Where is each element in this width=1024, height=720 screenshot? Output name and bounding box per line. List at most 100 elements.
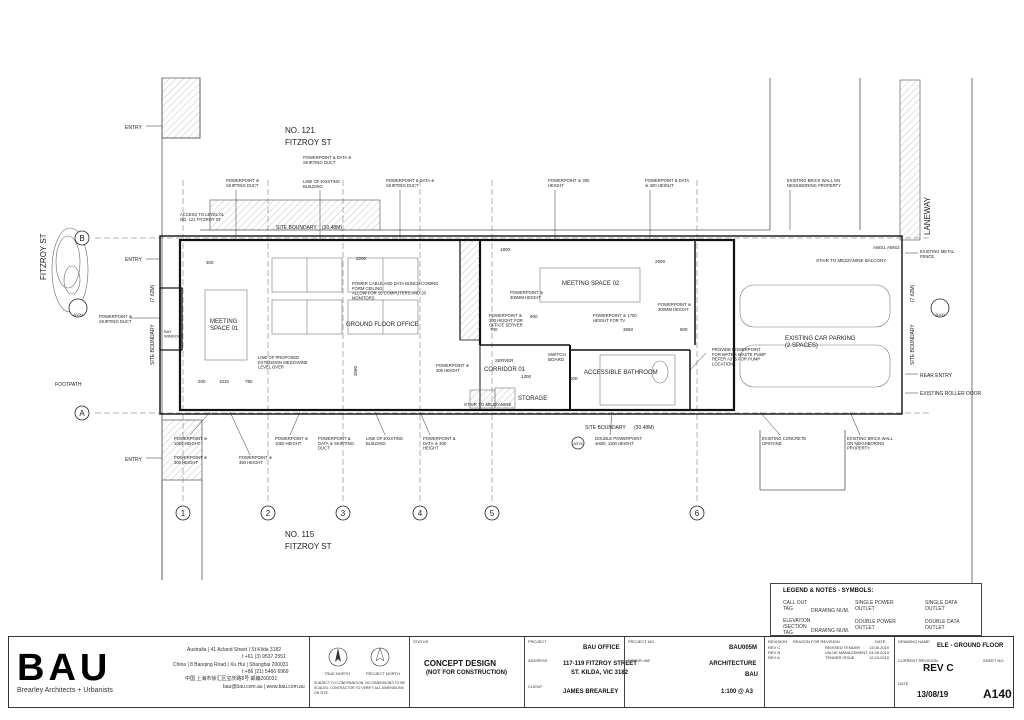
legend-title: LEGEND & NOTES - SYMBOLS: [783,588,874,594]
room-stair-balcony: STAIR TO MEZZANINE BALCONY [816,258,886,263]
note-pp-data-skirting-2: POWERPOINT & DATA ⊕SKIRTING DUCT [386,178,435,188]
grid-bubbles [68,230,950,521]
context-buildings [161,77,973,620]
dim-2500: 2500 [655,259,666,264]
note-pp-350: POWERPOINT ⊕350 HEIGHT [239,455,272,465]
entry-label-3: ENTRY [125,457,143,463]
revision-reason: VALUE MANAGEMENT [825,650,868,655]
project-north-icon [370,647,390,667]
elevation-tag-left [68,298,88,318]
grid-bubble-6 [689,505,705,521]
address-au: Australia | 41 Acland Street | St Kilda … [187,647,282,653]
discipline-label: DISCIPLINE [628,658,651,663]
dim-1800: 1800 [500,247,511,252]
note-pp-skirting-left: POWERPOINT ⊕SKIRTING DUCT [99,314,132,324]
room-meeting-space-02: MEETING SPACE 02 [562,281,620,287]
project-no-value: BAU005M [729,645,758,651]
grid-label-6: 6 [695,509,700,518]
legend-single-data: SINGLE DATA OUTLET [925,600,958,612]
status-sub: (NOT FOR CONSTRUCTION) [426,670,507,676]
client-label: CLIENT [528,684,543,689]
room-ground-floor-office: GROUND FLOOR OFFICE [346,322,419,328]
revision-rev: REV A [768,655,780,660]
north-arrows [328,647,390,667]
grid-bubble-3 [335,505,351,521]
note-pp-305: POWERPOINT ⊕305 HEIGHT [436,363,469,373]
discipline-value: ARCHITECTURE [709,661,757,667]
status-value: CONCEPT DESIGN [424,659,497,668]
dim-1010: 1010 [219,379,230,384]
rev-header-date: DATE [875,639,886,644]
true-north-label: TRUE NORTH [324,671,351,676]
revision-date: 24.06.2019 [869,650,890,655]
callout-tag-a375 [571,436,585,450]
grid-label-A: A [79,409,85,418]
status-cell: STATUS CONCEPT DESIGN (NOT FOR CONSTRUCT… [409,637,524,707]
project-north-arrow-icon [375,647,385,662]
contact-email: bau@bau.com.au | www.bau.com.au [223,684,305,690]
neighbor-no115: NO. 115 [285,530,315,539]
revision-date: 13.08.2019 [869,645,890,650]
title-block: BAU Brearley Architects + Urbanists Aust… [8,636,1014,708]
date-value: 13/08/19 [917,690,949,699]
drawn-by-value: BAU [745,672,758,678]
note-pp-data-skirting-1: POWERPOINT & DATA ⊕SKIRTING DUCT [303,155,352,165]
dim-500: 500 [570,376,578,381]
sheet-value: A140 [983,687,1012,701]
true-north-arrow-icon [335,648,341,662]
project-label: PROJECT [528,639,547,644]
note-double-pp: DOUBLE POWERPOINT⊕600, 1100 HEIGHT [595,436,642,446]
grid-label-B: B [79,234,84,243]
room-server: SERVER [495,358,514,363]
project-north-label: PROJECT NORTH [366,671,400,676]
grid-label-1: 1 [181,509,186,518]
address-label: ADDRESS [528,658,548,663]
phone-au: t +61 (3) 9537 2551 [242,654,286,660]
rev-header-rev: REVISION [768,639,788,644]
current-rev-value: REV C [923,663,954,674]
grid-label-4: 4 [418,509,423,518]
project-cell: PROJECT BAU OFFICE ADDRESS 117-119 FITZR… [524,637,637,707]
drawing-name-label: DRAWING NAME [898,639,930,644]
site-boundary-right: SITE BOUNDARY [910,324,916,365]
dim-800: 800 [680,327,688,332]
elev-tag-left-label: A100 [73,312,83,317]
legend-drawing-num-2: DRAWING NUM. [811,628,850,634]
grid-bubble-4 [412,505,428,521]
legend-elevation: ELEVATION /SECTION TAG [783,618,811,636]
legend-double-data: DOUBLE DATA OUTLET [925,619,960,631]
rev-header-reason: REASON FOR REVISION [793,639,840,644]
revision-reason: TENDER ISSUE [825,655,855,660]
dim-1300: 1300 [521,374,532,379]
revision-reason: REVISED TENDER [825,645,861,650]
neighbor-no121-street: FITZROY ST [285,138,332,147]
project-no-label: PROJECT NO. [628,639,655,644]
client-value: JAMES BREARLEY [563,689,619,695]
legend-callout: CALL OUT TAG [783,600,808,612]
project-value: BAU OFFICE [583,645,620,651]
note-pp-300-office: POWERPOINT ⊕300MM HEIGHT [510,290,543,300]
note-pp-1050-b: POWERPOINT ⊕1050 HEIGHT [275,436,308,446]
grid-bubble-B [74,230,90,246]
neighbor-no121: NO. 121 [285,126,315,135]
drawing-name-value: ELE - GROUND FLOOR [937,643,1004,649]
revision-rev: REV B [768,650,781,655]
north-cell: TRUE NORTH PROJECT NORTH SUBJECT TO CONF… [309,637,409,707]
legend-drawing-num-1: DRAWING NUM. [811,608,850,614]
date-label: DATE [898,681,909,686]
neighbor-no115-street: FITZROY ST [285,542,332,551]
legend-box: LEGEND & NOTES - SYMBOLS: CALL OUT TAG D… [770,583,982,636]
note-pp-1050: POWERPOINT ⊕1050 HEIGHT [174,436,207,446]
building-walls [159,235,903,415]
aws2-tag: AWS2 [887,245,900,250]
